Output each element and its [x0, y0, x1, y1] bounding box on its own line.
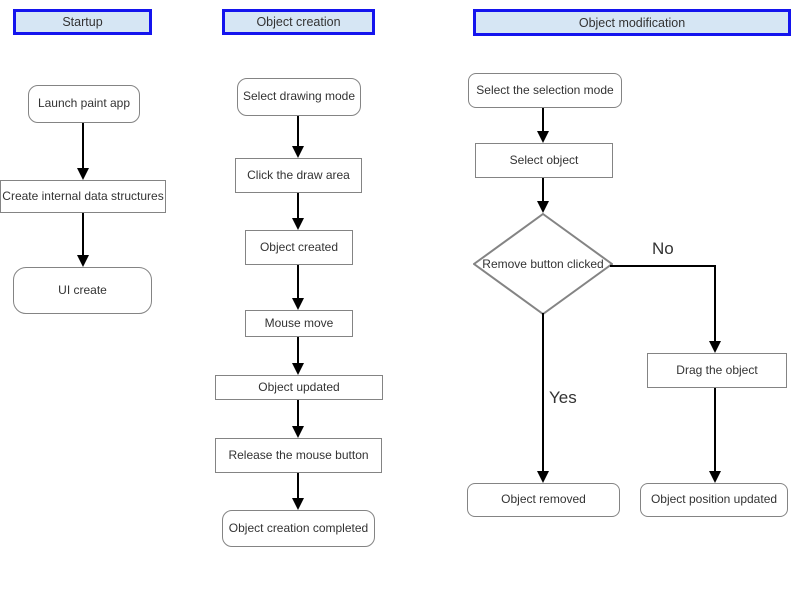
- flow-arrow-line: [542, 108, 544, 131]
- node-ui-create: UI create: [13, 267, 152, 314]
- arrowhead-icon: [537, 201, 549, 213]
- flow-arrow-line: [297, 337, 299, 363]
- flow-arrow-line: [297, 265, 299, 298]
- arrowhead-icon: [292, 298, 304, 310]
- flow-arrow-line: [82, 123, 84, 168]
- node-launch-paint-app: Launch paint app: [28, 85, 140, 123]
- decision-label: Remove button clicked: [482, 257, 604, 271]
- node-object-updated: Object updated: [215, 375, 383, 400]
- node-drag-the-object: Drag the object: [647, 353, 787, 388]
- flow-arrow-line: [542, 178, 544, 201]
- arrowhead-icon: [292, 218, 304, 230]
- flow-arrow-line: [297, 193, 299, 218]
- flow-arrow-line: [714, 388, 716, 471]
- flow-arrow-line-no: [610, 265, 716, 267]
- node-object-creation-completed: Object creation completed: [222, 510, 375, 547]
- flow-arrow-line: [82, 213, 84, 255]
- arrowhead-icon: [292, 363, 304, 375]
- node-select-the-selection-mode: Select the selection mode: [468, 73, 622, 108]
- flow-arrow-line: [297, 116, 299, 146]
- yes-label: Yes: [549, 388, 577, 407]
- node-click-the-draw-area: Click the draw area: [235, 158, 362, 193]
- arrowhead-icon: [77, 168, 89, 180]
- arrowhead-icon: [292, 426, 304, 438]
- column-header-object-creation: Object creation: [222, 9, 375, 35]
- node-object-position-updated: Object position updated: [640, 483, 788, 517]
- column-header-startup: Startup: [13, 9, 152, 35]
- arrowhead-icon: [537, 471, 549, 483]
- arrowhead-icon: [292, 146, 304, 158]
- flow-arrow-line: [297, 473, 299, 498]
- node-select-object: Select object: [475, 143, 613, 178]
- arrowhead-icon: [709, 341, 721, 353]
- arrowhead-icon: [77, 255, 89, 267]
- flow-arrow-line-no: [714, 265, 716, 341]
- node-mouse-move: Mouse move: [245, 310, 353, 337]
- arrowhead-icon: [537, 131, 549, 143]
- node-object-created: Object created: [245, 230, 353, 265]
- node-create-internal-data-structures: Create internal data structures: [0, 180, 166, 213]
- arrowhead-icon: [292, 498, 304, 510]
- node-select-drawing-mode: Select drawing mode: [237, 78, 361, 116]
- decision-remove-button-clicked: Remove button clicked: [473, 213, 613, 315]
- flow-arrow-line-yes: [542, 313, 544, 471]
- no-label: No: [652, 239, 674, 258]
- node-object-removed: Object removed: [467, 483, 620, 517]
- arrowhead-icon: [709, 471, 721, 483]
- column-header-object-modification: Object modification: [473, 9, 791, 36]
- node-release-the-mouse-button: Release the mouse button: [215, 438, 382, 473]
- flow-arrow-line: [297, 400, 299, 426]
